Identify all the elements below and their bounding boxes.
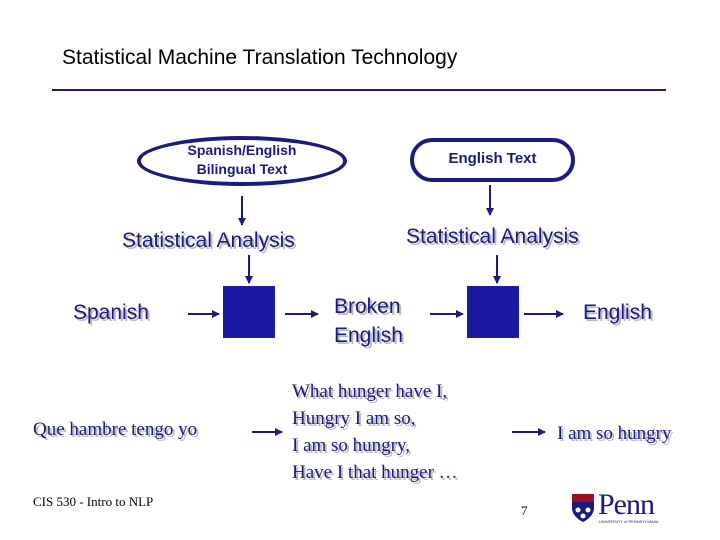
candidate-item: What hunger have I, bbox=[292, 381, 448, 402]
statistical-analysis-left: Statistical Analysis bbox=[122, 229, 295, 252]
candidate-list: What hunger have I, Hungry I am so, I am… bbox=[292, 378, 458, 486]
penn-subtitle: UNIVERSITY of PENNSYLVANIA bbox=[599, 519, 659, 524]
english-text-label: English Text bbox=[448, 150, 537, 167]
candidate-item: Have I that hunger … bbox=[292, 462, 458, 483]
example-english: I am so hungry bbox=[557, 423, 672, 444]
footer-course: CIS 530 - Intro to NLP bbox=[33, 494, 154, 509]
candidate-item: Hungry I am so, bbox=[292, 408, 416, 429]
penn-wordmark: Penn bbox=[598, 488, 655, 521]
bilingual-text-label: Spanish/English Bilingual Text bbox=[187, 142, 297, 177]
english-label: English bbox=[583, 301, 652, 324]
broken-english-label: Broken English bbox=[334, 295, 403, 347]
page-number: 7 bbox=[521, 503, 528, 518]
candidate-item: I am so hungry, bbox=[292, 435, 411, 456]
example-spanish: Que hambre tengo yo bbox=[33, 419, 198, 440]
title-divider bbox=[52, 89, 666, 91]
penn-logo: Penn UNIVERSITY of PENNSYLVANIA bbox=[570, 488, 670, 526]
slide-title: Statistical Machine Translation Technolo… bbox=[62, 46, 458, 69]
statistical-analysis-right: Statistical Analysis bbox=[406, 225, 579, 248]
spanish-label: Spanish bbox=[73, 301, 149, 324]
language-model-box bbox=[467, 286, 519, 338]
english-text-node bbox=[410, 138, 575, 182]
translation-model-box bbox=[223, 286, 275, 338]
penn-shield-icon bbox=[572, 494, 594, 522]
bilingual-text-node bbox=[137, 136, 347, 186]
